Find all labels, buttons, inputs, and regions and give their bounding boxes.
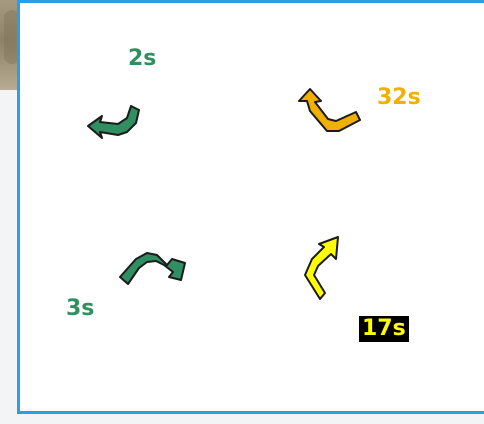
arrow-shape: [120, 253, 185, 284]
right-turn-arrow-icon: [118, 251, 186, 289]
signal-3s: [118, 251, 186, 289]
up-left-turn-arrow-icon: [298, 87, 370, 137]
left-turn-arrow-icon: [84, 96, 144, 136]
arrow-shape: [305, 237, 338, 299]
time-label-17s: 17s: [359, 316, 409, 342]
bent-up-right-arrow-icon: [302, 235, 344, 301]
signal-32s: [298, 87, 370, 137]
time-label-3s: 3s: [66, 298, 94, 320]
time-label-2s: 2s: [128, 48, 156, 70]
arrow-shape: [299, 89, 360, 131]
signal-panel: 2s 32s 3s 17s: [17, 0, 484, 414]
signal-17s: [302, 235, 344, 301]
time-label-32s: 32s: [377, 87, 421, 109]
arrow-shape: [88, 106, 139, 138]
signal-2s: [84, 96, 144, 136]
